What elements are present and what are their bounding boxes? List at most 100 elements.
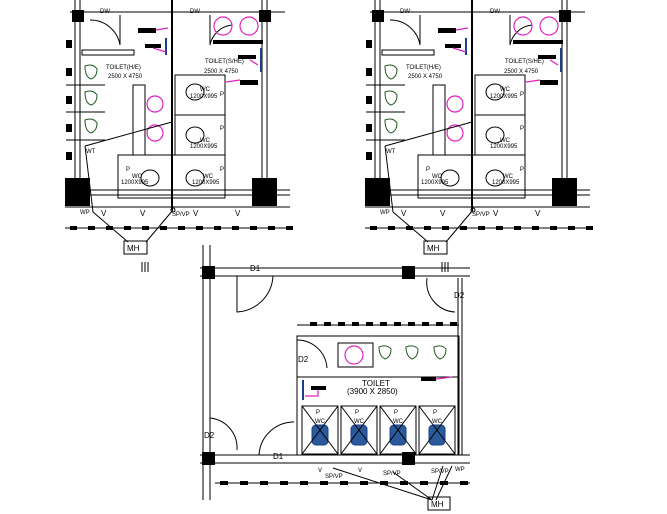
wc-size: 1200X995 xyxy=(421,180,449,186)
wc-label: WC xyxy=(315,419,326,425)
wc-label: WC xyxy=(393,419,404,425)
tag xyxy=(438,28,456,33)
wc-label: WC xyxy=(354,419,365,425)
tag xyxy=(445,44,461,48)
dimension-tick xyxy=(400,481,408,485)
door-swing xyxy=(509,15,533,46)
dimension-tick xyxy=(214,226,221,230)
wall-tag xyxy=(66,152,72,160)
room-label: TOILET xyxy=(362,379,390,388)
vanity-counter xyxy=(132,84,146,156)
wc-size: 1200X995 xyxy=(190,144,218,150)
v-label: V xyxy=(440,209,446,218)
door-swing xyxy=(89,15,121,46)
wall-tag xyxy=(366,124,372,132)
washbasin xyxy=(539,16,559,36)
dimension-tick xyxy=(420,481,428,485)
dimension-tick xyxy=(260,481,268,485)
dimension-tick xyxy=(442,226,449,230)
door-swing xyxy=(258,421,295,456)
wc-label: WC xyxy=(432,174,443,180)
dimension-tick xyxy=(310,322,317,326)
toilet-plan-bottom: D1 D1 D2 D2 D2 TOILET (3900 X 2850) PWCP… xyxy=(200,245,470,511)
stall-diagonal xyxy=(301,405,339,455)
wall-tag xyxy=(366,68,372,76)
door-swing xyxy=(296,339,328,369)
door-label: DW xyxy=(400,9,410,15)
tag xyxy=(240,80,258,85)
v-label: V xyxy=(358,468,362,474)
wc-label: WC xyxy=(500,138,511,144)
spvp-label: SP/VP xyxy=(383,471,401,477)
dimension-tick xyxy=(280,481,288,485)
wc-label: WC xyxy=(203,174,214,180)
wt-label: WT xyxy=(86,149,96,155)
drain-point xyxy=(470,207,476,213)
washbasin xyxy=(146,124,164,142)
door-label: DW xyxy=(190,9,200,15)
wc-size: 1200X995 xyxy=(490,144,518,150)
p-label: P xyxy=(220,126,224,132)
dimension-tick xyxy=(460,226,467,230)
door-swing xyxy=(209,15,233,46)
dimension-tick xyxy=(240,481,248,485)
urinal xyxy=(84,64,98,80)
toilet-plan-top-right: DW DW T xyxy=(365,0,593,272)
p-label: P xyxy=(520,92,524,98)
column xyxy=(402,266,415,279)
wall-tag xyxy=(66,96,72,104)
stall-diagonal xyxy=(418,405,456,455)
toilet-plan-top: DW DW T xyxy=(365,0,593,272)
basin-counter xyxy=(337,342,374,368)
leader-line xyxy=(152,27,259,83)
counter xyxy=(213,40,263,44)
room-size: 2500 X 4750 xyxy=(204,69,239,75)
dimension-tick xyxy=(440,481,448,485)
column xyxy=(259,10,271,22)
spvp-label: SP/VP xyxy=(325,474,343,480)
column xyxy=(365,178,390,206)
room-size: 2500 X 4750 xyxy=(108,74,143,80)
dimension-tick xyxy=(352,322,359,326)
dimension-tick xyxy=(366,322,373,326)
column xyxy=(202,266,215,279)
room-label: TOILET(S/HE) xyxy=(205,59,244,65)
p-label: P xyxy=(520,126,524,132)
dimension-tick xyxy=(320,481,328,485)
wc-label: WC xyxy=(432,419,443,425)
p-label: P xyxy=(126,167,130,173)
wc-pan xyxy=(185,169,205,187)
wc-label: WC xyxy=(200,138,211,144)
v-label: V xyxy=(535,209,541,218)
p-label: P xyxy=(520,167,524,173)
leader-line xyxy=(452,27,559,83)
wp-label: WP xyxy=(80,210,90,216)
wall-tag xyxy=(366,96,372,104)
wc-label: WC xyxy=(200,87,211,93)
section-mark xyxy=(141,262,149,272)
drain-point xyxy=(170,207,176,213)
column xyxy=(552,178,577,206)
wc-stall xyxy=(301,405,339,455)
washbasin xyxy=(213,16,233,36)
washbasin xyxy=(239,16,259,36)
dimension-tick xyxy=(496,226,503,230)
washbasin xyxy=(513,16,533,36)
wp-label: WP xyxy=(455,467,465,473)
counter xyxy=(81,49,135,56)
dimension-tick xyxy=(568,226,575,230)
dimension-tick xyxy=(406,226,413,230)
washbasin xyxy=(446,95,464,113)
dimension-tick xyxy=(106,226,113,230)
dimension-tick xyxy=(160,226,167,230)
room-size: 2500 X 4750 xyxy=(408,74,443,80)
dimension-tick xyxy=(250,226,257,230)
room-size: (3900 X 2850) xyxy=(347,387,398,396)
door-label-d1: D1 xyxy=(273,452,284,461)
door-swing xyxy=(209,417,238,451)
room-size: 2500 X 4750 xyxy=(504,69,539,75)
dimension-ticks xyxy=(366,40,593,230)
spvp-label: SP/VP xyxy=(431,469,449,475)
